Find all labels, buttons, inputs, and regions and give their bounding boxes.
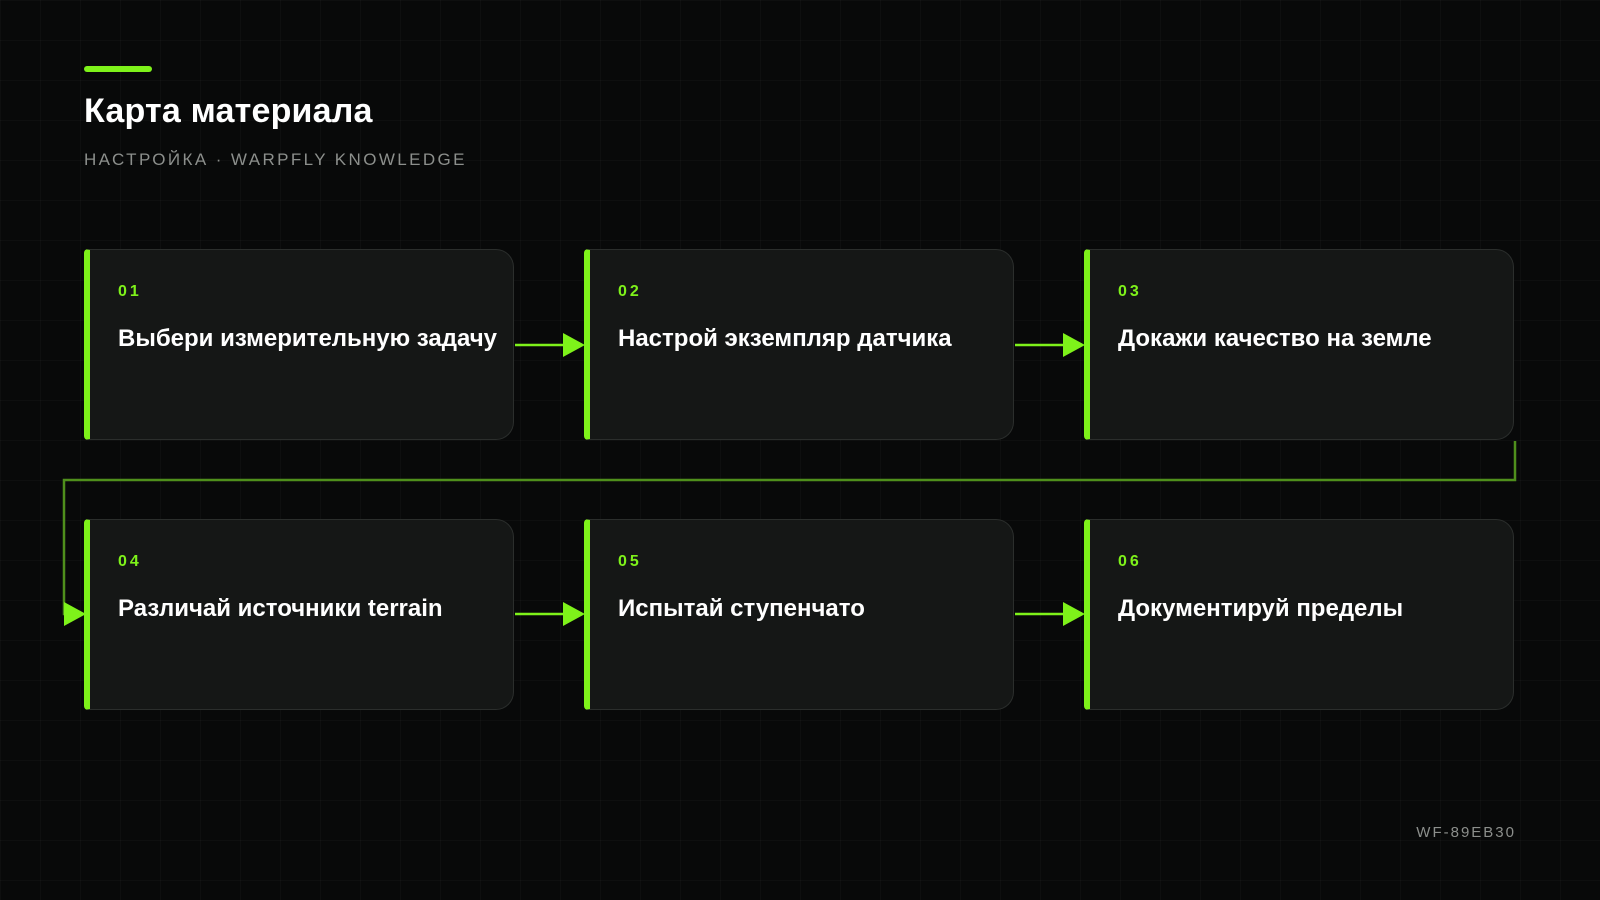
step-label: Документируй пределы <box>1118 595 1404 622</box>
arrowhead-icon <box>1063 333 1085 357</box>
step-label: Различай источники terrain <box>118 595 443 622</box>
step-label: Выбери измерительную задачу <box>118 325 498 352</box>
step-label: Испытай ступенчато <box>618 595 865 622</box>
step-card-6: 06 Документируй пределы <box>1084 519 1514 710</box>
arrowhead-icon <box>563 333 585 357</box>
step-card-1: 01 Выбери измерительную задачу <box>84 249 514 440</box>
title-accent-bar <box>84 66 152 72</box>
step-number: 02 <box>618 283 642 300</box>
page-subtitle: НАСТРОЙКА · WARPFLY KNOWLEDGE <box>84 150 467 169</box>
step-number: 03 <box>1118 283 1142 300</box>
page-title: Карта материала <box>84 92 373 130</box>
step-number: 01 <box>118 283 142 300</box>
slide-code: WF-89EB30 <box>1416 824 1516 841</box>
arrowhead-icon <box>1063 602 1085 626</box>
step-card-2: 02 Настрой экземпляр датчика <box>584 249 1014 440</box>
step-card-4: 04 Различай источники terrain <box>84 519 514 710</box>
step-label: Настрой экземпляр датчика <box>618 325 952 352</box>
arrowhead-icon <box>64 602 86 626</box>
step-number: 04 <box>118 553 142 570</box>
step-card-3: 03 Докажи качество на земле <box>1084 249 1514 440</box>
step-number: 05 <box>618 553 642 570</box>
step-number: 06 <box>1118 553 1142 570</box>
step-card-5: 05 Испытай ступенчато <box>584 519 1014 710</box>
step-label: Докажи качество на земле <box>1118 325 1432 352</box>
arrowhead-icon <box>563 602 585 626</box>
